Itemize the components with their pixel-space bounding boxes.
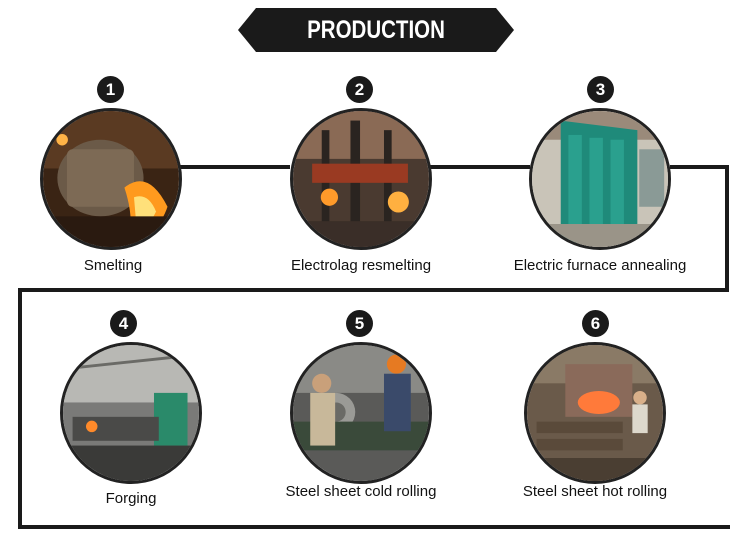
step-label: Electrolag resmelting [290,257,432,274]
step-number-badge: 6 [582,310,609,337]
banner-shape [238,8,514,52]
electroslag-photo [290,108,432,250]
step-number-badge: 3 [587,76,614,103]
step-label: Smelting [83,257,143,274]
step-number-badge: 1 [97,76,124,103]
step-label: Forging [105,490,157,507]
step-label: Steel sheet cold rolling [285,483,437,500]
title-banner: PRODUCTION PROCESS [238,8,514,88]
page-title: PRODUCTION PROCESS [307,16,445,88]
step-number-badge: 5 [346,310,373,337]
step-number-badge: 4 [110,310,137,337]
step-label: Steel sheet hot rolling [522,483,668,500]
step-number-badge: 2 [346,76,373,103]
hot-rolling-photo [524,342,666,484]
cold-rolling-photo [290,342,432,484]
annealing-furnace-photo [529,108,671,250]
step-label: Electric furnace annealing [513,257,687,274]
forging-photo [60,342,202,484]
smelting-photo [40,108,182,250]
